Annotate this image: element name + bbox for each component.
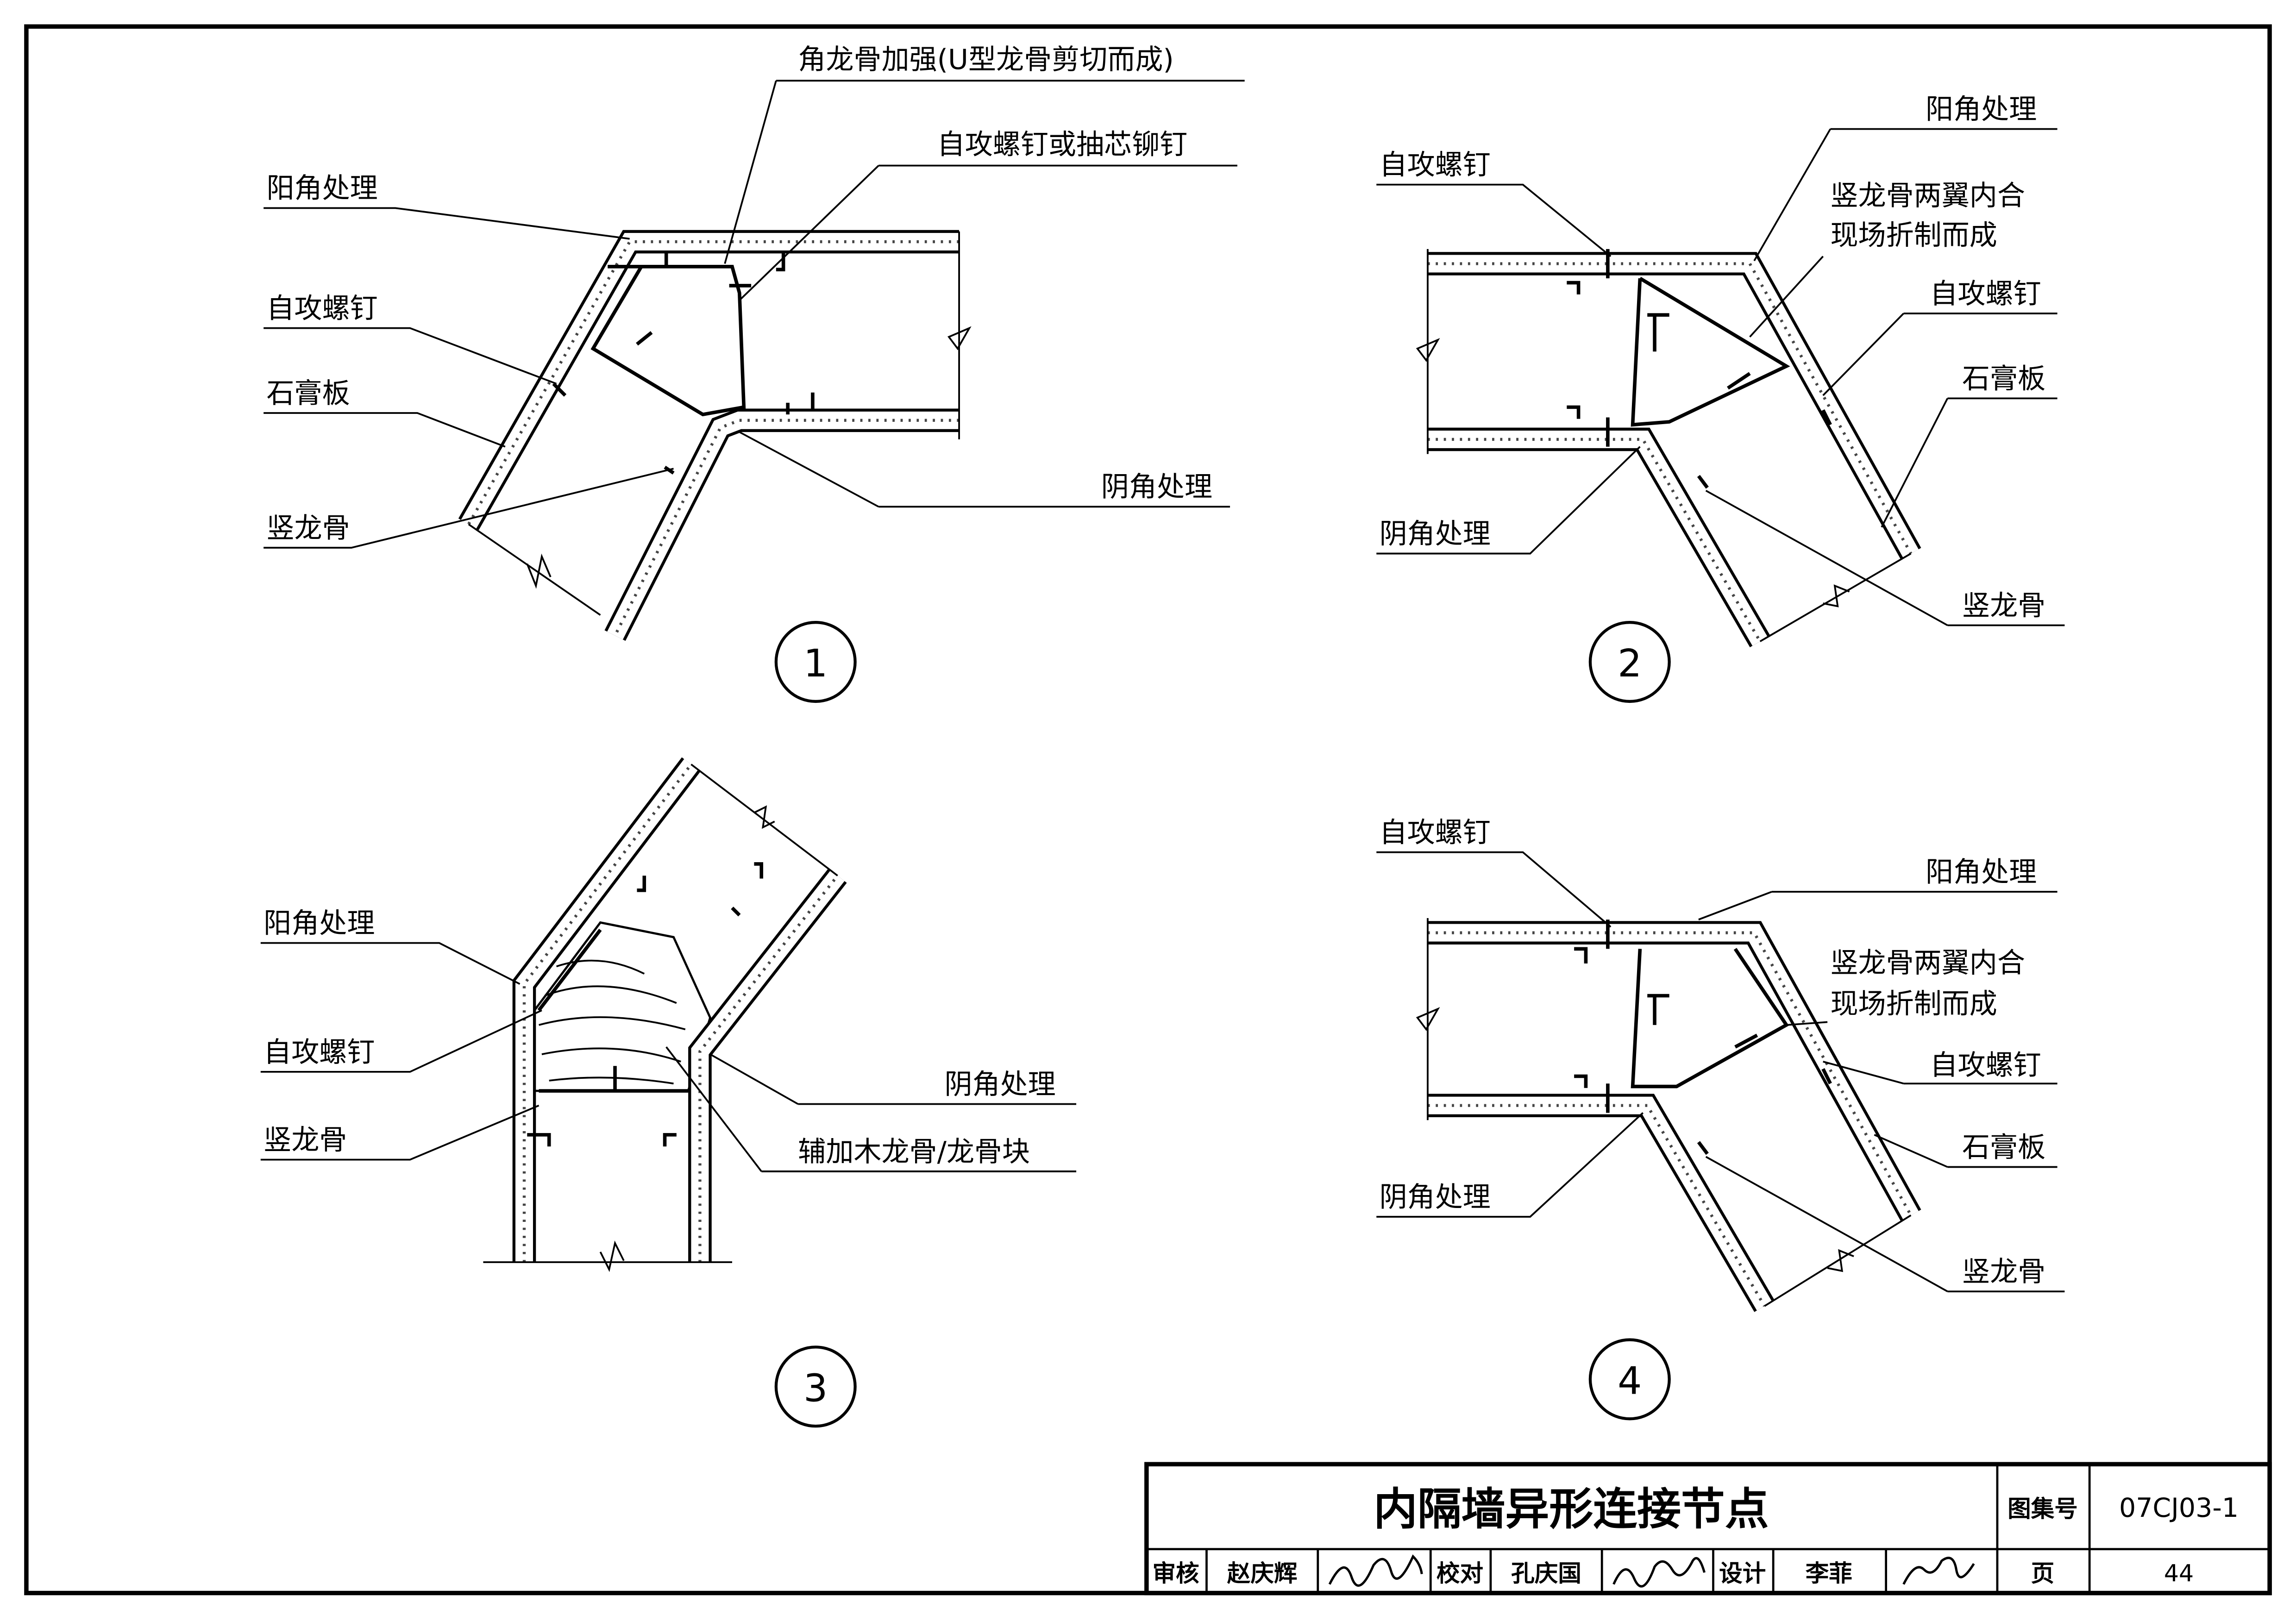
label-corner-stud-reinforce: 角龙骨加强(U型龙骨剪切而成) xyxy=(798,44,1174,76)
gypsum-board xyxy=(1427,921,1921,1312)
label-screw-b: 自攻螺钉 xyxy=(1930,1049,2041,1082)
label-screw: 自攻螺钉 xyxy=(1380,816,1491,849)
atlas-label: 图集号 xyxy=(2007,1495,2078,1522)
callouts: 角龙骨加强(U型龙骨剪切而成) 自攻螺钉或抽芯铆钉 阳角处理 自攻螺钉 石膏板 … xyxy=(263,44,1245,549)
reviewer-name: 赵庆辉 xyxy=(1227,1559,1298,1587)
sheet-border xyxy=(24,24,2272,1596)
label-outer-corner: 阳角处理 xyxy=(263,908,375,940)
gypsum-board xyxy=(512,757,847,1262)
label-gypsum-board: 石膏板 xyxy=(1962,363,2045,395)
label-inner-corner: 阴角处理 xyxy=(1380,518,1491,550)
checker-signature xyxy=(1612,1557,1706,1588)
detail-1: 1 角龙骨加强(U型龙骨剪切而成) 自攻螺钉或抽芯铆钉 阳角处理 自攻螺钉 石膏… xyxy=(263,44,1245,703)
callouts: 阳角处理 自攻螺钉 竖龙骨 阴角处理 辅加木龙骨/龙骨块 xyxy=(260,908,1077,1172)
detail-number: 2 xyxy=(1618,642,1642,686)
label-stud-fold-2: 现场折制而成 xyxy=(1830,988,1997,1020)
detail-number: 3 xyxy=(803,1366,828,1410)
label-stud: 竖龙骨 xyxy=(1962,589,2045,622)
callouts: 自攻螺钉 阳角处理 竖龙骨两翼内合 现场折制而成 自攻螺钉 石膏板 阴角处理 竖… xyxy=(1376,93,2065,626)
label-stud: 竖龙骨 xyxy=(266,512,350,545)
label-stud: 竖龙骨 xyxy=(1962,1256,2045,1288)
drawing-title: 内隔墙异形连接节点 xyxy=(1374,1484,1769,1535)
designer-name: 李菲 xyxy=(1806,1559,1852,1587)
label-screw-or-rivet: 自攻螺钉或抽芯铆钉 xyxy=(937,128,1188,161)
detail-2: 2 自攻螺钉 阳角处理 竖龙骨两翼内合 现场折制而成 自攻螺钉 石膏板 阴角处理… xyxy=(1376,93,2065,703)
label-inner-corner: 阴角处理 xyxy=(1101,471,1212,503)
label-screw: 自攻螺钉 xyxy=(266,292,377,325)
designer-signature xyxy=(1902,1557,1975,1585)
page-label: 页 xyxy=(2031,1559,2055,1587)
detail-number-circle xyxy=(774,621,857,703)
detail-number-circle xyxy=(774,1346,857,1428)
stud xyxy=(527,862,764,1147)
title-block: 内隔墙异形连接节点 图集号 07CJ03-1 审核 赵庆辉 校对 孔庆国 设计 … xyxy=(1144,1462,2272,1596)
stud xyxy=(1574,920,1832,1155)
label-stud-fold-1: 竖龙骨两翼内合 xyxy=(1830,180,2025,212)
label-inner-corner: 阴角处理 xyxy=(944,1068,1055,1101)
atlas-number: 07CJ03-1 xyxy=(2119,1493,2239,1523)
reviewer-signature xyxy=(1328,1554,1423,1587)
check-label: 校对 xyxy=(1437,1559,1483,1587)
label-outer-corner: 阳角处理 xyxy=(1926,93,2037,125)
label-outer-corner: 阳角处理 xyxy=(1926,856,2037,889)
gypsum-board xyxy=(1427,252,1921,647)
detail-4: 4 自攻螺钉 阳角处理 竖龙骨两翼内合 现场折制而成 自攻螺钉 石膏板 阴角处理… xyxy=(1376,816,2065,1421)
label-wood-block: 辅加木龙骨/龙骨块 xyxy=(798,1136,1030,1168)
label-screw-b: 自攻螺钉 xyxy=(1930,278,2041,310)
gypsum-board xyxy=(458,230,960,641)
label-stud: 竖龙骨 xyxy=(263,1124,347,1157)
label-stud-fold-2: 现场折制而成 xyxy=(1830,219,1997,251)
design-label: 设计 xyxy=(1719,1559,1766,1587)
checker-name: 孔庆国 xyxy=(1511,1559,1581,1587)
detail-number-circle xyxy=(1588,621,1671,703)
label-screw: 自攻螺钉 xyxy=(263,1036,375,1069)
page-number: 44 xyxy=(2164,1559,2194,1587)
detail-3: 3 阳角处理 自攻螺钉 竖龙骨 阴角处理 辅加木龙骨/龙骨块 xyxy=(260,757,1077,1428)
detail-number: 1 xyxy=(803,642,828,686)
label-inner-corner: 阴角处理 xyxy=(1380,1181,1491,1214)
stud xyxy=(1567,249,1832,489)
label-screw: 自攻螺钉 xyxy=(1380,149,1491,182)
callouts: 自攻螺钉 阳角处理 竖龙骨两翼内合 现场折制而成 自攻螺钉 石膏板 阴角处理 竖… xyxy=(1376,816,2065,1293)
label-outer-corner: 阳角处理 xyxy=(266,172,377,205)
detail-number: 4 xyxy=(1618,1359,1642,1403)
review-label: 审核 xyxy=(1152,1559,1199,1587)
label-gypsum-board: 石膏板 xyxy=(266,377,350,410)
label-gypsum-board: 石膏板 xyxy=(1962,1131,2045,1164)
label-stud-fold-1: 竖龙骨两翼内合 xyxy=(1830,947,2025,979)
detail-number-circle xyxy=(1588,1338,1671,1421)
